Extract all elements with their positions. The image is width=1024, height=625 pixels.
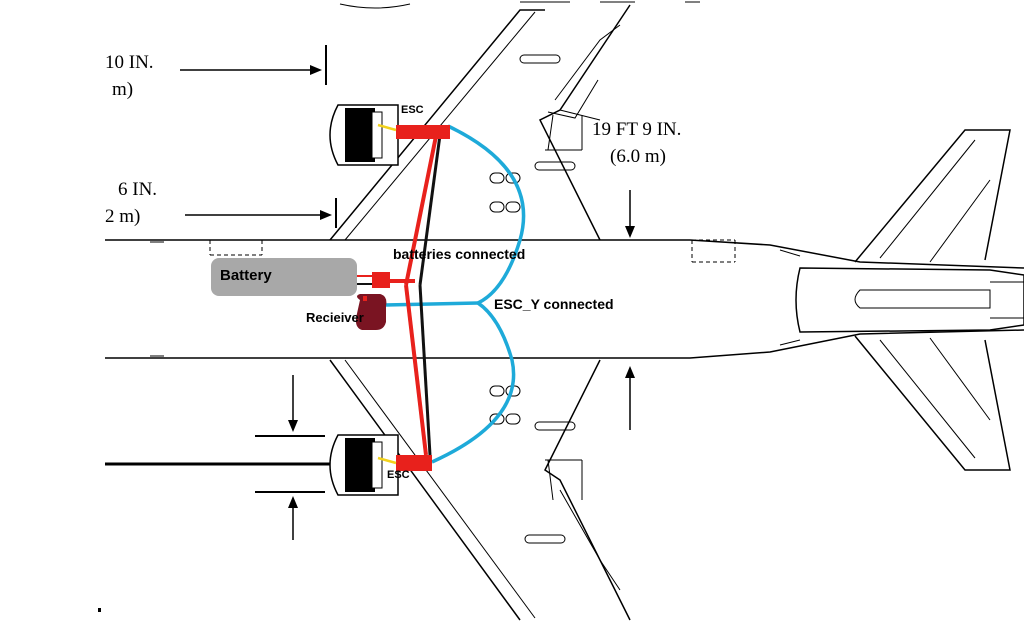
- esc-top: [396, 125, 450, 139]
- batteries-connected-label: batteries connected: [393, 246, 525, 262]
- power-wire-top: [404, 135, 438, 286]
- airframe-drawing: [105, 1, 1024, 621]
- top-engine: [329, 104, 399, 166]
- signal-wire-receiver: [384, 301, 479, 307]
- fuselage-top-edge: [105, 239, 1024, 269]
- battery-label: Battery: [220, 267, 272, 284]
- esc-bottom-label: ESC: [387, 469, 410, 481]
- battery-connector: [372, 272, 390, 288]
- power-wire-bottom: [404, 284, 428, 456]
- signal-wire-top: [447, 124, 526, 305]
- esc-top-label: ESC: [401, 104, 424, 116]
- ground-wire-top: [418, 134, 442, 286]
- dim-top-left-line2: m): [112, 79, 133, 100]
- wiring: [211, 123, 526, 471]
- dim-mid-left-line2: 2 m): [105, 206, 140, 227]
- dim-top-left-line1: 10 IN.: [105, 52, 154, 73]
- upper-flap-fairings: [489, 54, 576, 213]
- upper-stabilizer: [854, 129, 1011, 263]
- esc-bottom: [396, 455, 432, 471]
- lower-wing-leading-edge: [329, 359, 521, 621]
- upper-wing-trailing-edge: [538, 4, 631, 241]
- esc-y-connected-label: ESC_Y connected: [494, 296, 614, 312]
- bottom-engine: [329, 434, 399, 496]
- receiver: [355, 294, 387, 330]
- ground-wire-bottom: [418, 284, 432, 456]
- receiver-label: Recieiver: [306, 310, 364, 325]
- signal-wire-bottom: [431, 301, 516, 464]
- lower-stabilizer: [854, 335, 1011, 471]
- dim-mid-left-line1: 6 IN.: [118, 179, 157, 200]
- fuselage-bottom-edge: [105, 329, 1024, 359]
- battery: [211, 258, 357, 296]
- dim-right-line1: 19 FT 9 IN.: [592, 119, 681, 140]
- dim-right-line2: (6.0 m): [610, 146, 666, 167]
- tail-cone: [795, 267, 1024, 333]
- lower-wing-trailing-edge: [544, 359, 631, 621]
- dimension-lines: [98, 45, 635, 612]
